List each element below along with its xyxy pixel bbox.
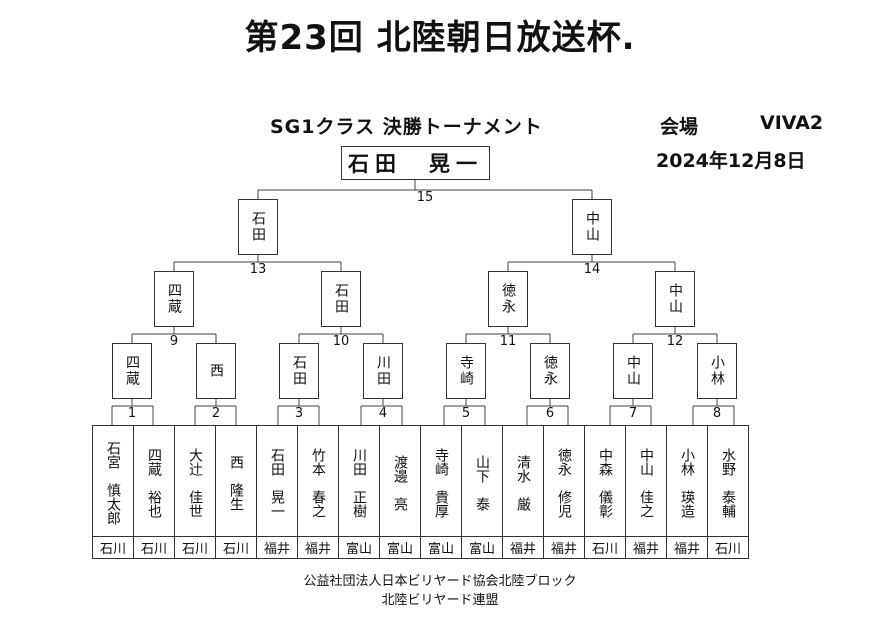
- match-number: 6: [545, 406, 555, 421]
- match-number: 15: [416, 190, 434, 205]
- player-name-cell: 渡邊 亮: [379, 425, 421, 537]
- player-name-cell: 山下 泰: [461, 425, 503, 537]
- player-prefecture: 富山: [461, 536, 503, 559]
- quarterfinal-winner-box: 徳永: [488, 271, 528, 327]
- match-number: 2: [211, 406, 221, 421]
- champion-box: 石田 晃一: [341, 146, 490, 180]
- player-prefecture: 石川: [707, 536, 749, 559]
- player-prefecture: 富山: [379, 536, 421, 559]
- venue-value: VIVA2: [760, 112, 824, 134]
- round1-winner-box: 中山: [613, 343, 653, 399]
- player-prefecture: 富山: [420, 536, 462, 559]
- player-name-cell: 四蔵 裕也: [133, 425, 175, 537]
- player-prefecture: 福井: [625, 536, 667, 559]
- player-name-cell: 大辻 佳世: [174, 425, 216, 537]
- venue-label: 会場: [660, 116, 699, 138]
- player-name-cell: 水野 泰輔: [707, 425, 749, 537]
- round1-winner-box: 小林: [697, 343, 737, 399]
- player-prefecture: 福井: [666, 536, 708, 559]
- player-name-cell: 中山 佳之: [625, 425, 667, 537]
- player-prefecture: 石川: [174, 536, 216, 559]
- player-name-cell: 竹本 春之: [297, 425, 339, 537]
- player-name-cell: 川田 正樹: [338, 425, 380, 537]
- bracket-subtitle: SG1クラス 決勝トーナメント: [270, 116, 543, 138]
- player-name-cell: 寺崎 貴厚: [420, 425, 462, 537]
- semifinal-winner-box: 石田: [238, 199, 278, 255]
- match-number: 5: [461, 406, 471, 421]
- page-title: 第23回 北陸朝日放送杯.: [244, 18, 636, 58]
- round1-winner-box: 徳永: [530, 343, 570, 399]
- match-number: 3: [294, 406, 304, 421]
- players-table: 石宮 慎太郎 四蔵 裕也 大辻 佳世 西 隆生 石田 晃一 竹本 春之 川田 正…: [92, 425, 749, 559]
- match-number: 13: [249, 262, 267, 277]
- player-name-cell: 西 隆生: [215, 425, 257, 537]
- round1-winner-box: 川田: [363, 343, 403, 399]
- player-prefecture: 石川: [584, 536, 626, 559]
- match-number: 7: [628, 406, 638, 421]
- round1-winner-box: 四蔵: [112, 343, 152, 399]
- match-number: 9: [169, 334, 179, 349]
- match-number: 11: [499, 334, 517, 349]
- semifinal-winner-box: 中山: [572, 199, 612, 255]
- federation-line: 北陸ビリヤード連盟: [381, 593, 499, 608]
- quarterfinal-winner-box: 中山: [655, 271, 695, 327]
- player-prefecture: 石川: [92, 536, 134, 559]
- player-name-cell: 石田 晃一: [256, 425, 298, 537]
- player-prefecture-row: 石川 石川 石川 石川 福井 福井 富山 富山 富山 富山 福井 福井 石川 福…: [92, 536, 749, 559]
- player-prefecture: 富山: [338, 536, 380, 559]
- match-number: 12: [666, 334, 684, 349]
- player-prefecture: 石川: [215, 536, 257, 559]
- match-number: 8: [712, 406, 722, 421]
- round1-winner-box: 西: [196, 343, 236, 399]
- player-prefecture: 福井: [543, 536, 585, 559]
- event-date: 2024年12月8日: [656, 150, 806, 172]
- player-prefecture: 福井: [256, 536, 298, 559]
- organizer-line: 公益社団法人日本ビリヤード協会北陸ブロック: [303, 574, 577, 589]
- quarterfinal-winner-box: 四蔵: [154, 271, 194, 327]
- player-name-cell: 清水 厳: [502, 425, 544, 537]
- player-name-cell: 中森 儀彰: [584, 425, 626, 537]
- match-number: 14: [583, 262, 601, 277]
- player-name-cell: 徳永 修児: [543, 425, 585, 537]
- player-prefecture: 福井: [297, 536, 339, 559]
- match-number: 10: [332, 334, 350, 349]
- player-name-row: 石宮 慎太郎 四蔵 裕也 大辻 佳世 西 隆生 石田 晃一 竹本 春之 川田 正…: [92, 425, 749, 537]
- match-number: 1: [127, 406, 137, 421]
- player-prefecture: 福井: [502, 536, 544, 559]
- quarterfinal-winner-box: 石田: [321, 271, 361, 327]
- player-name-cell: 小林 瑛造: [666, 425, 708, 537]
- round1-winner-box: 寺崎: [446, 343, 486, 399]
- player-name-cell: 石宮 慎太郎: [92, 425, 134, 537]
- match-number: 4: [378, 406, 388, 421]
- player-prefecture: 石川: [133, 536, 175, 559]
- round1-winner-box: 石田: [279, 343, 319, 399]
